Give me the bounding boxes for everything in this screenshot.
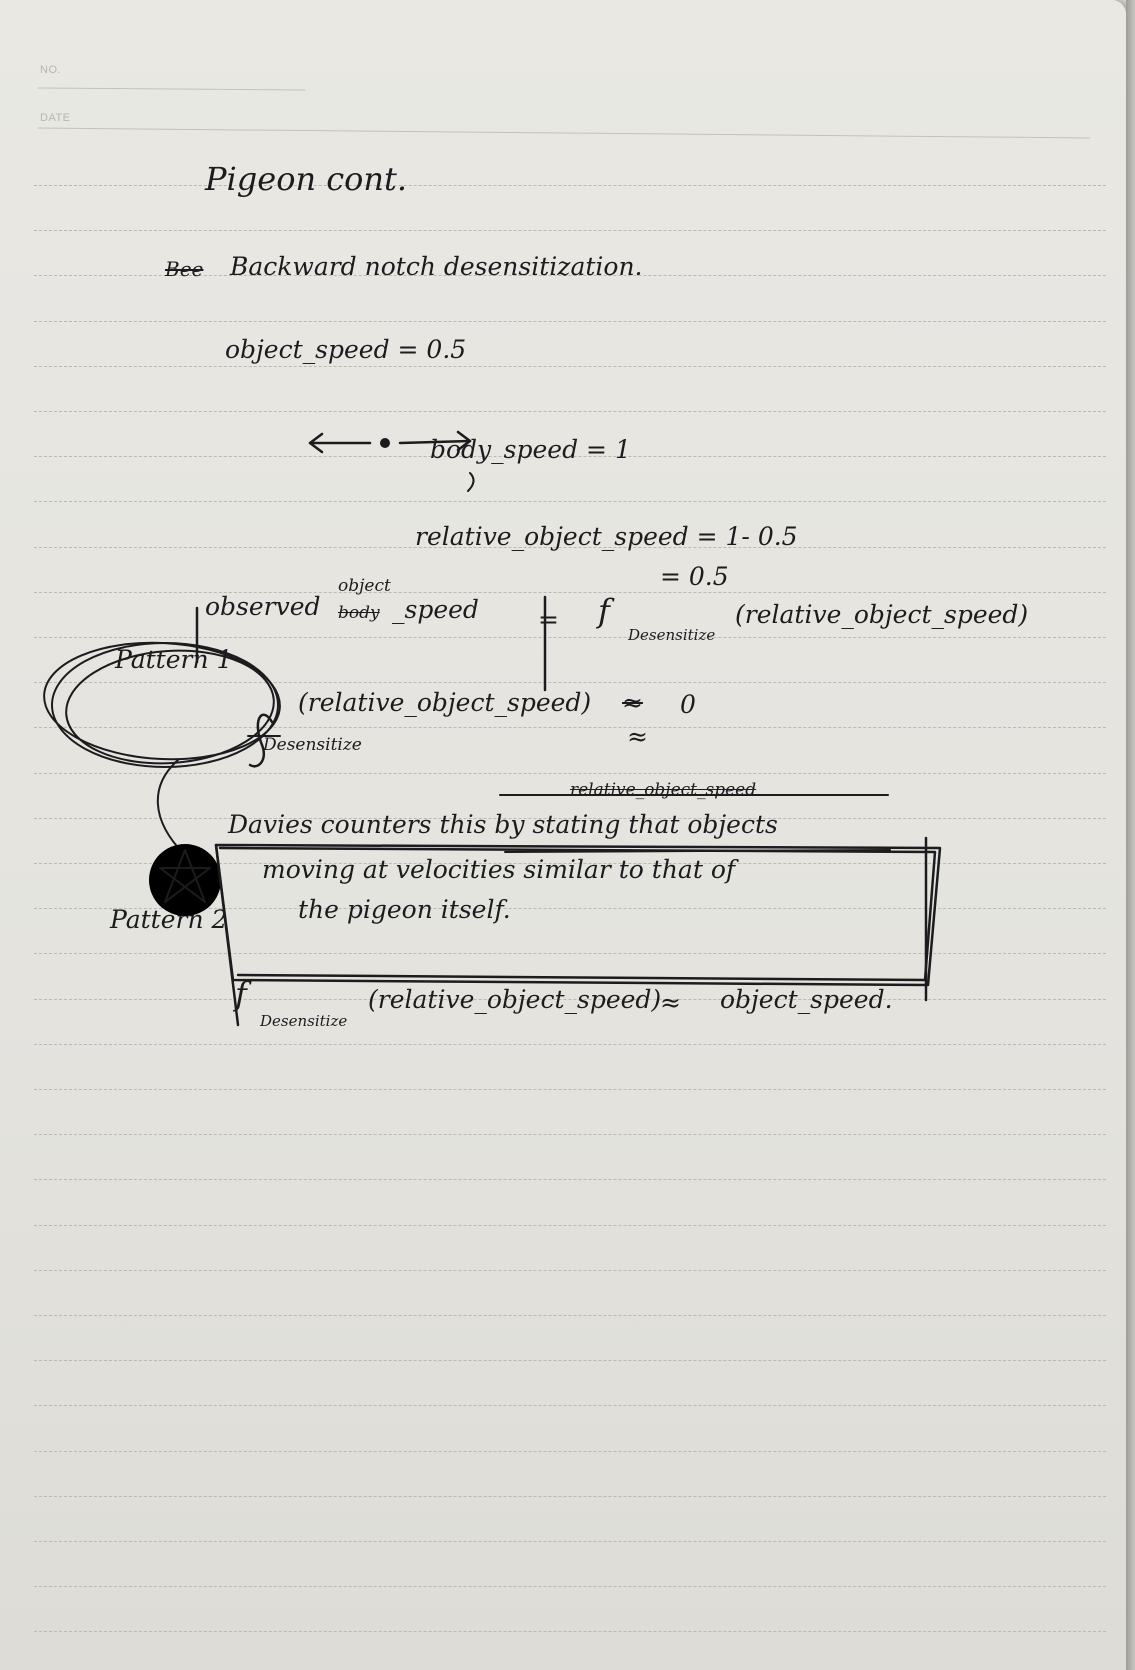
object-speed-eq: object_speed = 0.5	[225, 335, 467, 364]
struck-box-line: relative_object_speed	[570, 780, 757, 800]
ruled-line	[34, 818, 1106, 819]
pattern-1-relation-approx: ≈	[627, 722, 648, 751]
ruled-line	[34, 1270, 1106, 1271]
ruled-line	[34, 230, 1106, 231]
ruled-line	[34, 1360, 1106, 1361]
relative-speed-eq: relative_object_speed = 1- 0.5	[415, 522, 798, 551]
ruled-line	[34, 1315, 1106, 1316]
pattern-1-expression: (relative_object_speed)	[298, 688, 592, 717]
ruled-line	[34, 185, 1106, 186]
box-line-1: Davies counters this by stating that obj…	[228, 810, 778, 839]
ruled-line	[34, 1631, 1106, 1632]
ruled-line	[34, 1586, 1106, 1587]
ruled-line	[34, 456, 1106, 457]
ruled-line	[34, 1541, 1106, 1542]
final-rhs: object_speed.	[720, 985, 893, 1014]
pattern-2-label: Pattern 2	[110, 905, 228, 934]
ruled-line	[34, 637, 1106, 638]
ruled-line	[34, 501, 1106, 502]
ruled-line	[34, 682, 1106, 683]
ruled-line	[34, 1451, 1106, 1452]
struck-prefix: Bee	[165, 257, 204, 281]
ruled-line	[34, 1179, 1106, 1180]
equals-sign: =	[538, 605, 559, 634]
ruled-line	[34, 953, 1106, 954]
ruled-line	[34, 1225, 1106, 1226]
ruled-line	[34, 1044, 1106, 1045]
ruled-line	[34, 592, 1106, 593]
ruled-line	[34, 1405, 1106, 1406]
final-relation: ≈	[660, 988, 681, 1017]
page-edge	[1126, 0, 1135, 1670]
ruled-line	[34, 547, 1106, 548]
ruled-line	[34, 727, 1106, 728]
ruled-line	[34, 411, 1106, 412]
ruled-line	[34, 321, 1106, 322]
box-line-2: moving at velocities similar to that of	[262, 855, 736, 884]
no-label: NO.	[40, 64, 62, 76]
f-symbol: f	[598, 592, 610, 630]
final-subscript: Desensitize	[260, 1012, 348, 1030]
final-expression: (relative_object_speed)	[368, 985, 662, 1014]
note-title: Pigeon cont.	[205, 160, 408, 198]
date-label: DATE	[40, 112, 71, 124]
observed-struck-word: body	[338, 603, 380, 623]
observed-word: observed	[205, 592, 321, 621]
ruled-line	[34, 999, 1106, 1000]
final-f-symbol: f	[235, 975, 247, 1013]
box-line-3: the pigeon itself.	[298, 895, 511, 924]
observed-speed-word: _speed	[392, 595, 479, 624]
note-subtitle: Backward notch desensitization.	[230, 252, 643, 281]
f-argument: (relative_object_speed)	[735, 600, 1029, 629]
ruled-line	[34, 1089, 1106, 1090]
ruled-line	[34, 1496, 1106, 1497]
pattern-1-label: Pattern 1	[115, 645, 233, 674]
pattern-1-value: 0	[680, 690, 696, 719]
observed-insert-word: object	[338, 576, 391, 596]
ruled-line	[34, 773, 1106, 774]
desensitize-subscript: Desensitize	[628, 626, 716, 644]
ruled-line	[34, 275, 1106, 276]
ruled-line	[34, 366, 1106, 367]
pattern-1-subscript: Desensitize	[263, 735, 362, 755]
ruled-line	[34, 1134, 1106, 1135]
relative-speed-result: = 0.5	[660, 562, 729, 591]
pattern-1-relation: ≈	[622, 688, 643, 717]
body-speed-eq: body_speed = 1	[430, 435, 631, 464]
